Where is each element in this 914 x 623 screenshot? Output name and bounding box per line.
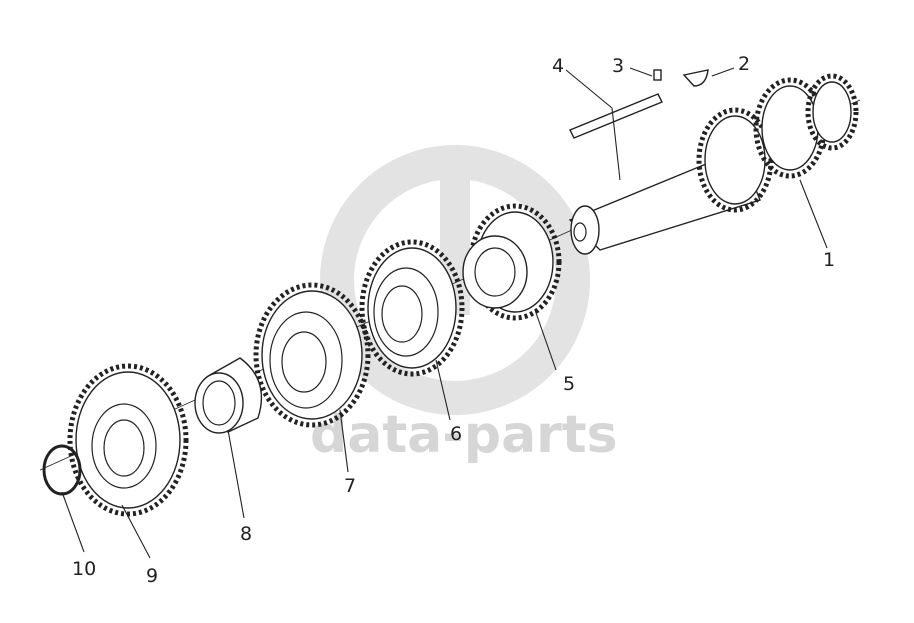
callout-8: 8: [240, 523, 252, 545]
part-9-gear: [67, 363, 189, 517]
part-1-shaft: [568, 73, 859, 255]
callout-10: 10: [72, 558, 96, 580]
callout-2: 2: [738, 53, 750, 75]
callout-9: 9: [146, 565, 158, 587]
part-8-sleeve: [194, 357, 263, 434]
part-2-key: [682, 69, 709, 87]
watermark: data-parts: [310, 145, 618, 465]
part-3-pin: [653, 69, 662, 81]
part-6-gear: [359, 239, 465, 377]
watermark-text: data-parts: [310, 405, 618, 465]
callout-1: 1: [823, 249, 835, 271]
part-5-gear: [462, 203, 562, 321]
callout-7: 7: [344, 475, 356, 497]
leader-lines: [61, 67, 828, 559]
callout-labels: 1 2 3 4 5 6 7 8 9 10: [72, 53, 835, 587]
callout-4: 4: [552, 55, 564, 77]
part-4-long-key: [569, 93, 663, 139]
callout-3: 3: [612, 55, 624, 77]
callout-6: 6: [450, 423, 462, 445]
part-10-snap-ring: [42, 444, 82, 496]
part-7-gear: [253, 282, 371, 428]
callout-5: 5: [563, 373, 575, 395]
